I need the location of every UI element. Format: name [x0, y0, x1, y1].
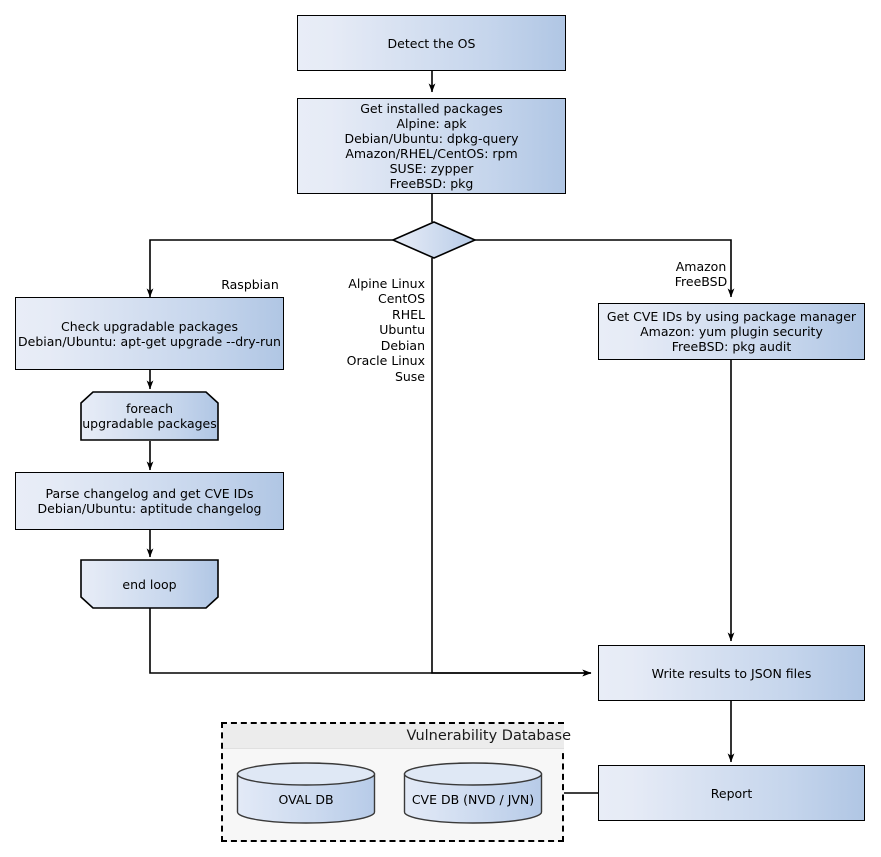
- database-cylinder-cve[interactable]: CVE DB (NVD / JVN): [403, 762, 543, 824]
- edge-label-middle-distros: Alpine Linux CentOS RHEL Ubuntu Debian O…: [230, 260, 425, 384]
- edge-decision-to-check-upgradable: [146, 239, 393, 298]
- os-decision-diamond: [391, 221, 477, 259]
- edge-label-amazon-freebsd: Amazon FreeBSD: [601, 243, 801, 290]
- node-write-results-to-json-files[interactable]: Write results to JSON files: [598, 645, 865, 701]
- node-get-cve-ids-label: Get CVE IDs by using package manager Ama…: [606, 309, 857, 354]
- node-parse-changelog[interactable]: Parse changelog and get CVE IDs Debian/U…: [15, 472, 284, 530]
- node-foreach-upgradable-packages[interactable]: foreach upgradable packages: [80, 391, 219, 441]
- node-get-installed-packages[interactable]: Get installed packages Alpine: apk Debia…: [297, 98, 566, 194]
- loop-end-shape: [80, 559, 219, 609]
- database-cylinder-oval[interactable]: OVAL DB: [236, 762, 376, 824]
- node-check-upgradable-packages[interactable]: Check upgradable packages Debian/Ubuntu:…: [15, 297, 284, 370]
- database-cylinder-cve-label: CVE DB (NVD / JVN): [411, 792, 535, 807]
- node-report[interactable]: Report: [598, 765, 865, 821]
- node-parse-changelog-label: Parse changelog and get CVE IDs Debian/U…: [37, 486, 262, 516]
- edge-label-raspbian: Raspbian: [150, 261, 350, 292]
- edge-endloop-to-write-results: [149, 608, 592, 677]
- node-get-cve-ids-package-manager[interactable]: Get CVE IDs by using package manager Ama…: [598, 303, 865, 360]
- node-detect-the-os-label: Detect the OS: [387, 35, 476, 51]
- cylinder-shape-oval: [236, 762, 376, 824]
- vulnerability-database-titlebar: Vulnerability Database: [223, 724, 571, 749]
- node-write-results-label: Write results to JSON files: [651, 665, 812, 681]
- database-cylinder-oval-label: OVAL DB: [278, 792, 334, 807]
- edge-decision-to-get-cve-ids: [475, 239, 735, 298]
- edge-label-amazon-freebsd-text: Amazon FreeBSD: [674, 258, 728, 290]
- node-foreach-label: foreach upgradable packages: [82, 401, 217, 431]
- node-check-upgradable-packages-label: Check upgradable packages Debian/Ubuntu:…: [18, 318, 281, 349]
- node-end-loop[interactable]: end loop: [80, 559, 219, 609]
- node-detect-the-os[interactable]: Detect the OS: [297, 15, 566, 71]
- vulnerability-database-title: Vulnerability Database: [406, 728, 571, 744]
- node-report-label: Report: [710, 785, 753, 801]
- node-get-installed-packages-label: Get installed packages Alpine: apk Debia…: [344, 101, 519, 191]
- edge-label-middle-distros-text: Alpine Linux CentOS RHEL Ubuntu Debian O…: [346, 275, 425, 384]
- cylinder-shape-cve: [403, 762, 543, 824]
- loop-start-shape: [80, 391, 219, 441]
- edge-label-raspbian-text: Raspbian: [221, 276, 279, 292]
- node-end-loop-label: end loop: [122, 576, 177, 592]
- edge-decision-middle-to-write-results: [431, 258, 592, 677]
